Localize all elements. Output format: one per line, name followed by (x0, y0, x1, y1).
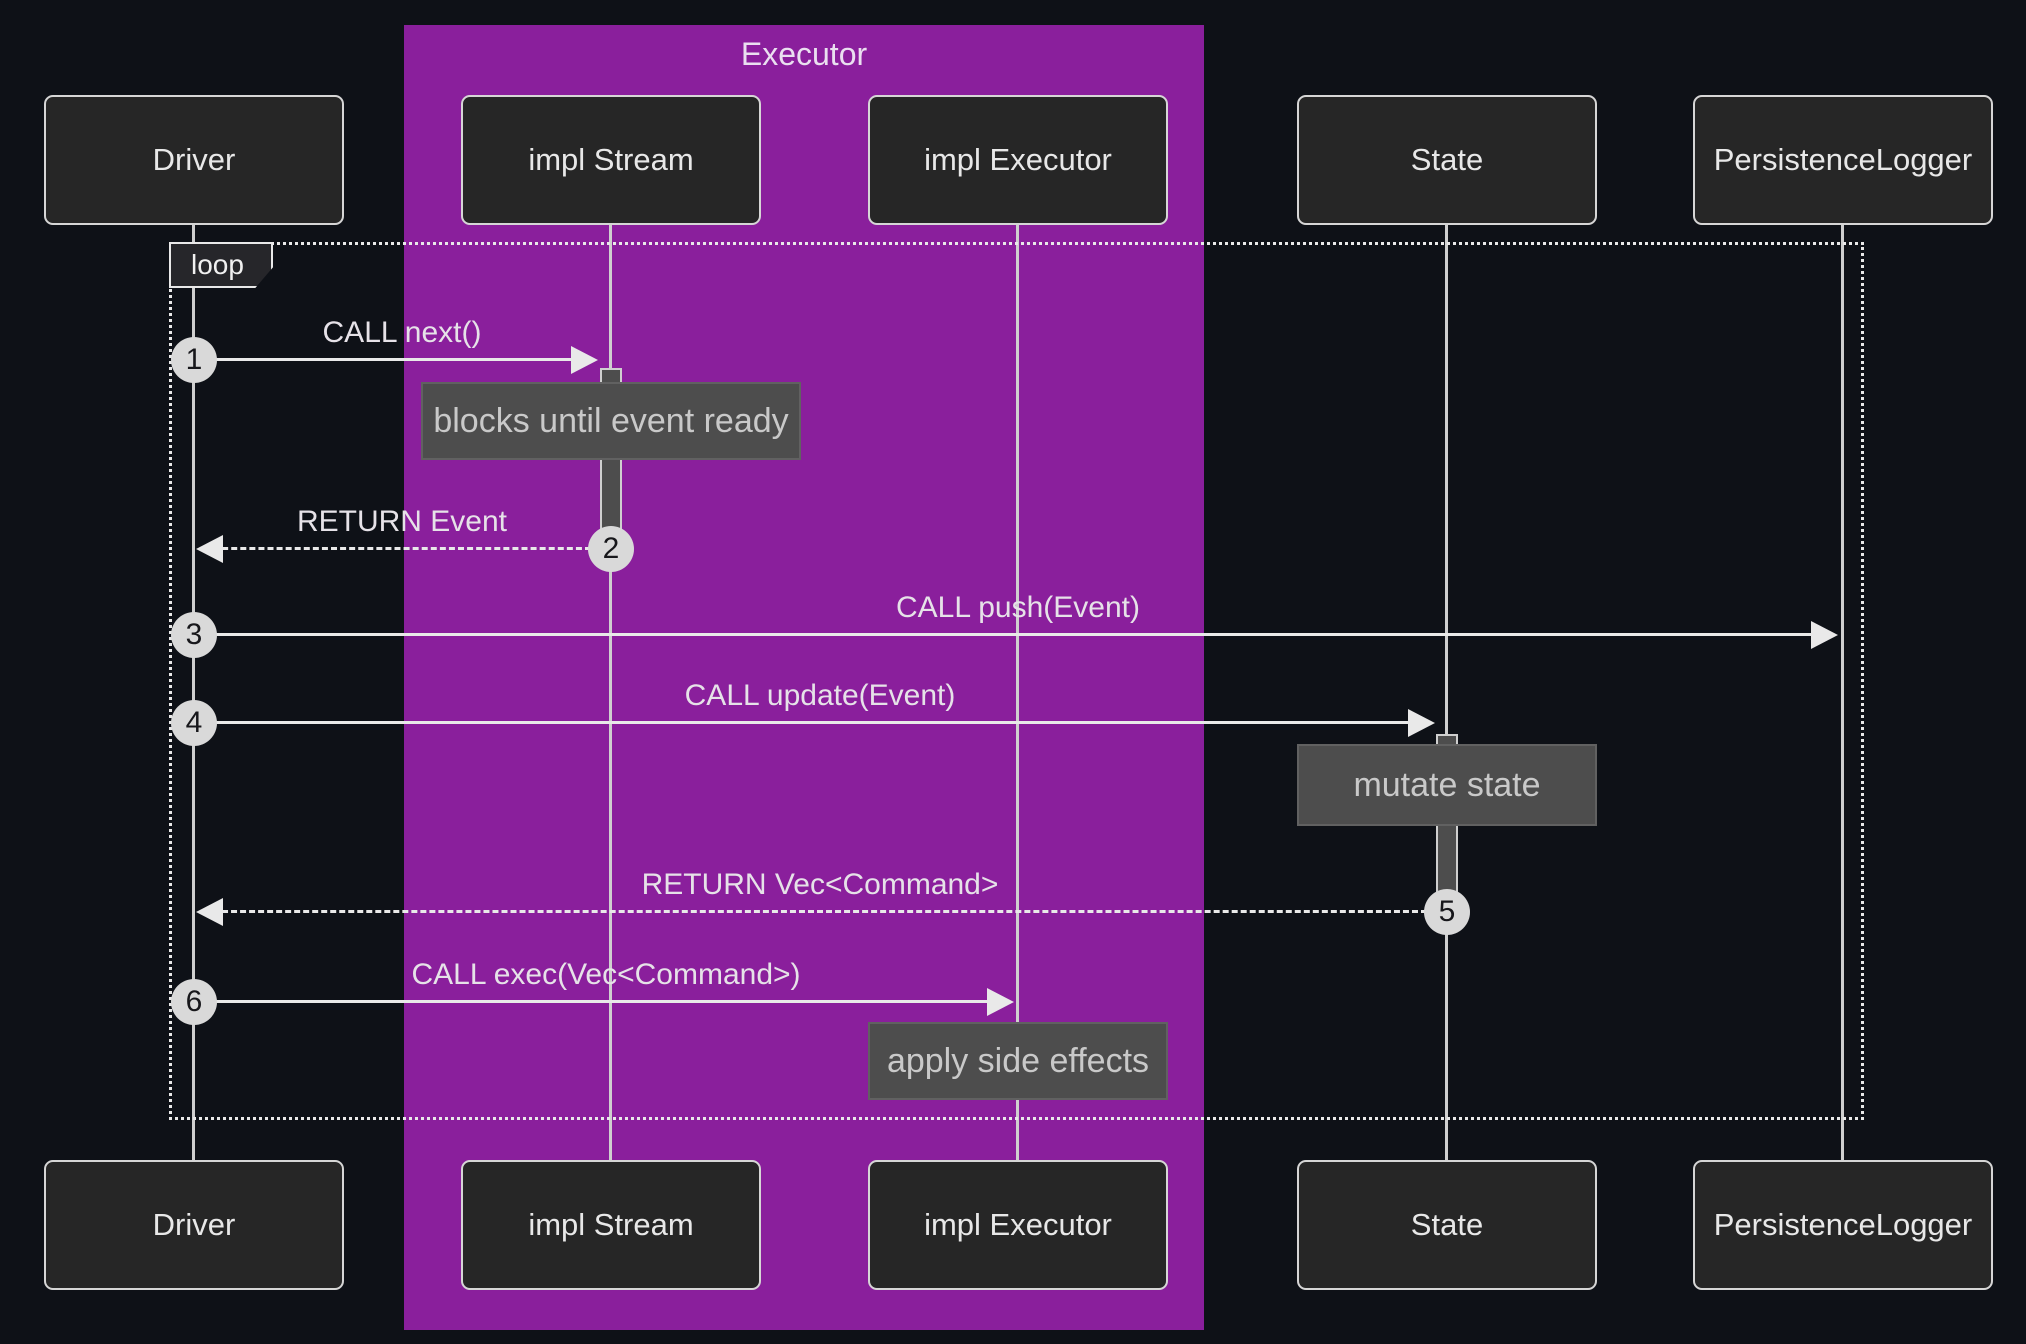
message-5-line (204, 910, 1427, 913)
message-6-seq-badge: 6 (171, 979, 217, 1025)
message-4-arrowhead-icon (1408, 709, 1435, 737)
participant-stream-top: impl Stream (461, 95, 761, 225)
message-1-line (194, 358, 572, 361)
participant-logger-top: PersistenceLogger (1693, 95, 1993, 225)
participant-executor-top: impl Executor (868, 95, 1168, 225)
message-4-line (194, 721, 1408, 724)
lifeline-logger (1841, 225, 1844, 1160)
executor-group-title: Executor (740, 36, 868, 72)
note-mutate-state: mutate state (1297, 744, 1597, 826)
message-3-seq-badge: 3 (171, 612, 217, 658)
lifeline-driver (192, 225, 195, 1160)
note-apply-side-effects: apply side effects (868, 1022, 1168, 1100)
participant-driver-bottom: Driver (44, 1160, 344, 1290)
message-1-arrowhead-icon (571, 346, 598, 374)
message-6-line (194, 1000, 988, 1003)
participant-driver-top: Driver (44, 95, 344, 225)
loop-label: loop (169, 242, 273, 288)
participant-state-bottom: State (1297, 1160, 1597, 1290)
loop-frame (169, 242, 1864, 1120)
message-2-arrowhead-icon (196, 535, 223, 563)
message-4-seq-badge: 4 (171, 700, 217, 746)
message-2-label: RETURN Event (296, 505, 508, 538)
message-3-line (194, 633, 1812, 636)
message-5-arrowhead-icon (196, 898, 223, 926)
message-6-label: CALL exec(Vec<Command>) (411, 958, 801, 991)
message-5-label: RETURN Vec<Command> (641, 868, 999, 901)
lifeline-state (1445, 225, 1448, 1160)
note-blocks-until-event-ready: blocks until event ready (421, 382, 801, 460)
message-2-seq-badge: 2 (588, 526, 634, 572)
lifeline-stream (609, 225, 612, 1160)
message-5-seq-badge: 5 (1424, 889, 1470, 935)
message-6-arrowhead-icon (987, 988, 1014, 1016)
lifeline-executor (1016, 225, 1019, 1160)
message-3-arrowhead-icon (1811, 621, 1838, 649)
message-2-line (204, 547, 591, 550)
participant-executor-bottom: impl Executor (868, 1160, 1168, 1290)
participant-state-top: State (1297, 95, 1597, 225)
message-4-label: CALL update(Event) (684, 679, 956, 712)
participant-logger-bottom: PersistenceLogger (1693, 1160, 1993, 1290)
message-1-seq-badge: 1 (171, 337, 217, 383)
message-1-label: CALL next() (322, 316, 482, 349)
participant-stream-bottom: impl Stream (461, 1160, 761, 1290)
message-3-label: CALL push(Event) (895, 591, 1140, 624)
